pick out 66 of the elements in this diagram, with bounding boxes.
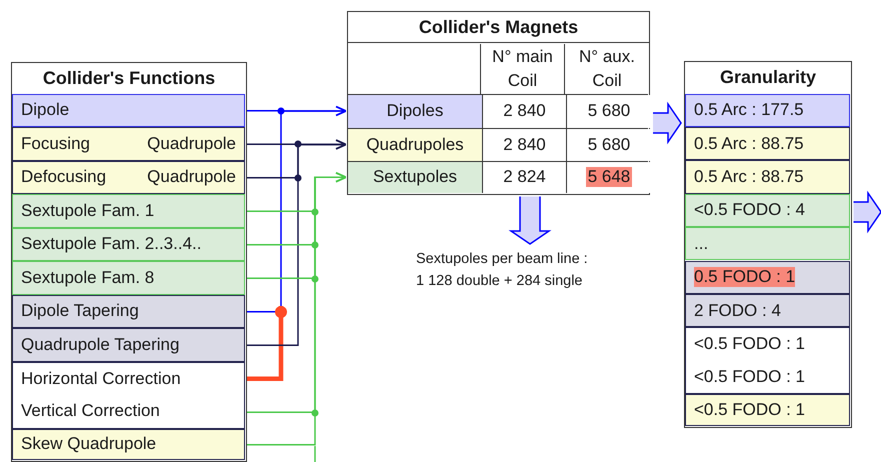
row-text: <0.5 FODO : 1 — [694, 334, 806, 354]
table-row — [685, 394, 850, 426]
row-text: <0.5 FODO : 1 — [694, 366, 806, 387]
block-arrow — [508, 196, 552, 245]
row-text: Dipole Tapering — [21, 301, 139, 322]
table-row — [685, 294, 850, 328]
table-cell-text: 5 680 — [586, 101, 632, 121]
note-text: Sextupoles per beam line : 1 128 double + 284 single — [416, 250, 589, 291]
table-row — [12, 395, 245, 428]
row-text: Dipole — [21, 100, 70, 120]
table-row — [12, 160, 245, 194]
table-cell-text: Sextupoles — [372, 167, 458, 188]
table — [347, 11, 650, 195]
table-title: Collider's Functions — [42, 67, 216, 90]
table — [684, 61, 852, 428]
table-row — [348, 128, 648, 160]
table-row — [685, 260, 850, 294]
table-row — [348, 94, 648, 128]
row-text: Vertical Correction — [21, 401, 160, 422]
row-text: Sextupole Fam. 2..3..4.. — [21, 234, 202, 254]
table-row — [12, 127, 245, 160]
table-cell-text: 5 680 — [586, 134, 632, 154]
row-text: Focusing Quadrupole — [21, 134, 236, 154]
row-text: Sextupole Fam. 1 — [21, 200, 154, 221]
table — [11, 62, 247, 462]
table-row — [12, 428, 245, 460]
table-cell-text: 2 840 — [502, 134, 547, 154]
row-text: 0.5 Arc : 177.5 — [694, 100, 804, 120]
table-cell: 5 648 — [586, 167, 632, 188]
row-text: 0.5 Arc : 88.75 — [694, 166, 804, 187]
table-row — [12, 261, 245, 294]
table-row — [685, 360, 850, 394]
row-text: Sextupole Fam. 8 — [21, 268, 154, 288]
table-cell-text: 2 824 — [502, 167, 547, 188]
row-text: Skew Quadrupole — [21, 434, 156, 454]
table-cell-text: Dipoles — [386, 101, 444, 121]
table-row — [12, 362, 245, 395]
table-cell-text: Quadrupoles — [365, 134, 465, 154]
table-title: Granularity — [718, 66, 818, 89]
row-text: 0.5 FODO : 1 — [694, 267, 796, 288]
table-row — [12, 194, 245, 228]
row-text: Horizontal Correction — [21, 368, 181, 389]
table-row — [12, 94, 245, 127]
row-text: <0.5 FODO : 1 — [694, 400, 806, 420]
table-row — [12, 228, 245, 261]
row-text: ... — [694, 234, 708, 254]
table-cell-text: 2 840 — [502, 101, 547, 121]
table-row — [685, 94, 850, 127]
table-row — [348, 160, 648, 193]
table-row — [685, 227, 850, 260]
table-row — [12, 294, 245, 328]
table-row — [685, 194, 850, 228]
block-arrow — [652, 102, 682, 144]
table-row — [685, 126, 850, 160]
table-row — [685, 160, 850, 194]
table-row — [12, 328, 245, 362]
row-text: Quadrupole Tapering — [21, 334, 180, 355]
table-row — [685, 327, 850, 361]
row-text: Defocusing Quadrupole — [21, 167, 236, 188]
table-title: Collider's Magnets — [348, 12, 649, 43]
row-text: 2 FODO : 4 — [694, 300, 781, 321]
row-text: 0.5 Arc : 88.75 — [694, 134, 804, 154]
connector-line — [247, 139, 347, 346]
row-text: <0.5 FODO : 4 — [694, 200, 806, 220]
connector-line — [247, 106, 347, 312]
block-arrow — [852, 190, 881, 234]
